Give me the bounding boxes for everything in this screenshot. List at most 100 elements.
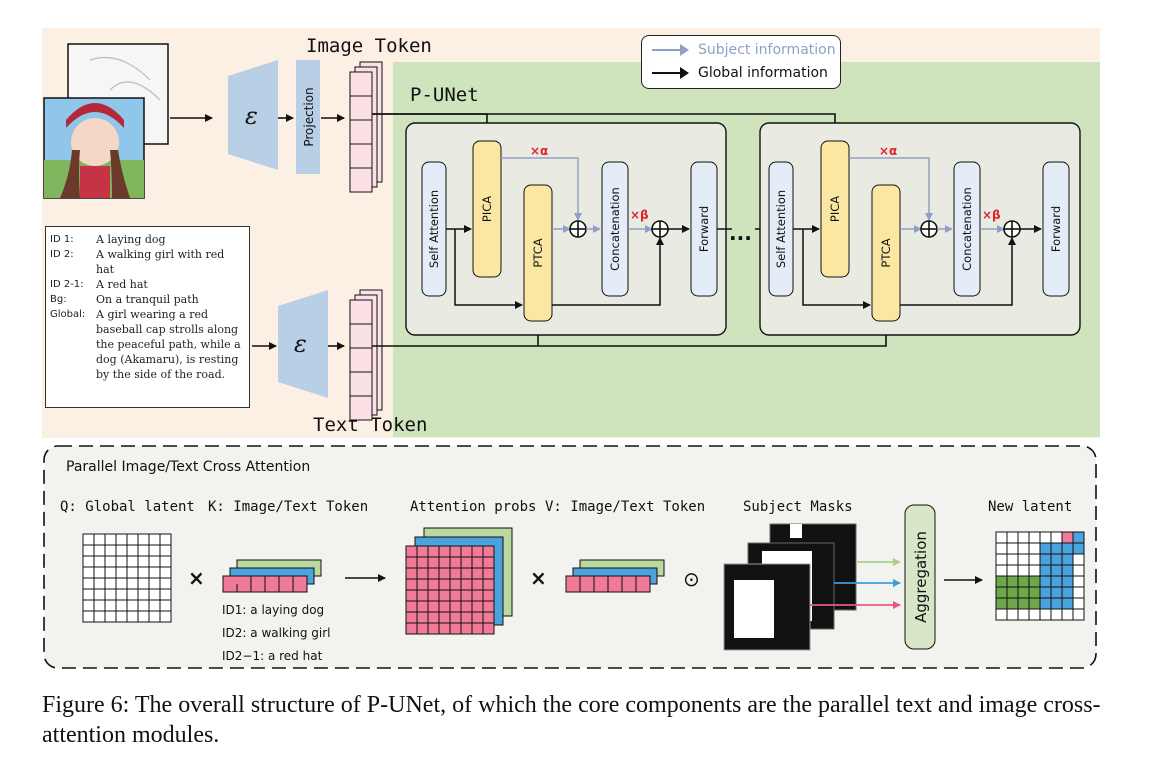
prompt-row: ID 1:A laying dog (50, 232, 245, 247)
grid-cell (1028, 542, 1041, 555)
grid-cell (148, 533, 161, 546)
grid-cell (1017, 575, 1030, 588)
grid-cell (137, 533, 150, 546)
grid-cell (1006, 531, 1019, 544)
grid-cell (405, 545, 418, 558)
grid-cell (471, 611, 484, 624)
grid-cell (159, 566, 172, 579)
grid-cell (405, 578, 418, 591)
grid-cell (1072, 597, 1085, 610)
ptca-module (523, 184, 553, 322)
grid-cell (82, 566, 95, 579)
grid-cell (449, 578, 462, 591)
grid-cell (1039, 586, 1052, 599)
grid-cell (137, 566, 150, 579)
grid-cell (405, 600, 418, 613)
grid-cell (159, 555, 172, 568)
svg-text:Subject Masks: Subject Masks (743, 499, 853, 515)
grid-cell (148, 588, 161, 601)
grid-cell (1017, 586, 1030, 599)
id-label-3: ID2−1: a red hat (222, 649, 323, 663)
grid-cell (416, 545, 429, 558)
grid-cell (104, 544, 117, 557)
grid-cell (482, 556, 495, 569)
grid-cell (1050, 531, 1063, 544)
grid-cell (126, 577, 139, 590)
alpha-multiplier: ×α (530, 144, 548, 158)
grid-cell (1028, 553, 1041, 566)
v-token-stack (565, 559, 665, 593)
grid-cell (148, 610, 161, 623)
grid-cell (104, 599, 117, 612)
grid-cell (438, 622, 451, 635)
grid-cell (137, 555, 150, 568)
grid-cell (1050, 564, 1063, 577)
grid-cell (460, 545, 473, 558)
figure-caption: Figure 6: The overall structure of P-UNe… (42, 692, 1101, 748)
prompt-row: ID 2:A walking girl with red hat (50, 247, 245, 277)
grid-cell (159, 533, 172, 546)
grid-cell (416, 567, 429, 580)
prompt-value: A laying dog (96, 233, 166, 246)
grid-cell (1050, 586, 1063, 599)
grid-cell (1017, 608, 1030, 621)
grid-cell (1039, 564, 1052, 577)
text-token-stack (349, 289, 383, 421)
grid-cell (449, 556, 462, 569)
grid-cell (427, 611, 440, 624)
grid-cell (1028, 597, 1041, 610)
grid-cell (995, 575, 1008, 588)
grid-cell (115, 610, 128, 623)
grid-cell (104, 577, 117, 590)
grid-cell (995, 542, 1008, 555)
grid-cell (482, 545, 495, 558)
grid-cell (438, 556, 451, 569)
grid-cell (1039, 553, 1052, 566)
prompt-value: A girl wearing a red baseball cap stroll… (96, 308, 241, 381)
grid-cell (438, 578, 451, 591)
grid-cell (137, 544, 150, 557)
svg-text:Concatenation: Concatenation (608, 187, 622, 271)
grid-cell (82, 533, 95, 546)
grid-cell (1039, 542, 1052, 555)
legend: Subject information Global information (641, 35, 841, 89)
grid-cell (460, 567, 473, 580)
image-token-label: Image Token (306, 35, 432, 57)
grid-cell (449, 545, 462, 558)
svg-text:K: Image/Text Token: K: Image/Text Token (208, 499, 368, 515)
grid-cell (438, 589, 451, 602)
grid-cell (1006, 564, 1019, 577)
grid-cell (471, 545, 484, 558)
grid-cell (471, 622, 484, 635)
grid-cell (1050, 553, 1063, 566)
grid-cell (93, 566, 106, 579)
grid-cell (460, 578, 473, 591)
grid-cell (1061, 531, 1074, 544)
grid-cell (471, 578, 484, 591)
global-latent-grid (82, 533, 172, 623)
grid-cell (115, 588, 128, 601)
ellipsis: ... (729, 221, 752, 245)
grid-cell (1061, 597, 1074, 610)
grid-cell (449, 567, 462, 580)
aggregation-module (904, 504, 936, 650)
grid-cell (449, 622, 462, 635)
svg-text:Forward: Forward (697, 206, 711, 252)
grid-cell (1061, 608, 1074, 621)
grid-cell (416, 578, 429, 591)
grid-cell (405, 589, 418, 602)
grid-cell (82, 588, 95, 601)
grid-cell (995, 586, 1008, 599)
grid-cell (405, 611, 418, 624)
id-label-2: ID2: a walking girl (222, 626, 330, 640)
svg-text:PICA: PICA (480, 196, 494, 222)
grid-cell (115, 599, 128, 612)
grid-cell (126, 599, 139, 612)
grid-cell (115, 544, 128, 557)
grid-cell (93, 577, 106, 590)
svg-text:New latent: New latent (988, 499, 1072, 515)
svg-text:ε: ε (294, 330, 307, 358)
grid-cell (427, 600, 440, 613)
prompt-value: A red hat (96, 278, 148, 291)
